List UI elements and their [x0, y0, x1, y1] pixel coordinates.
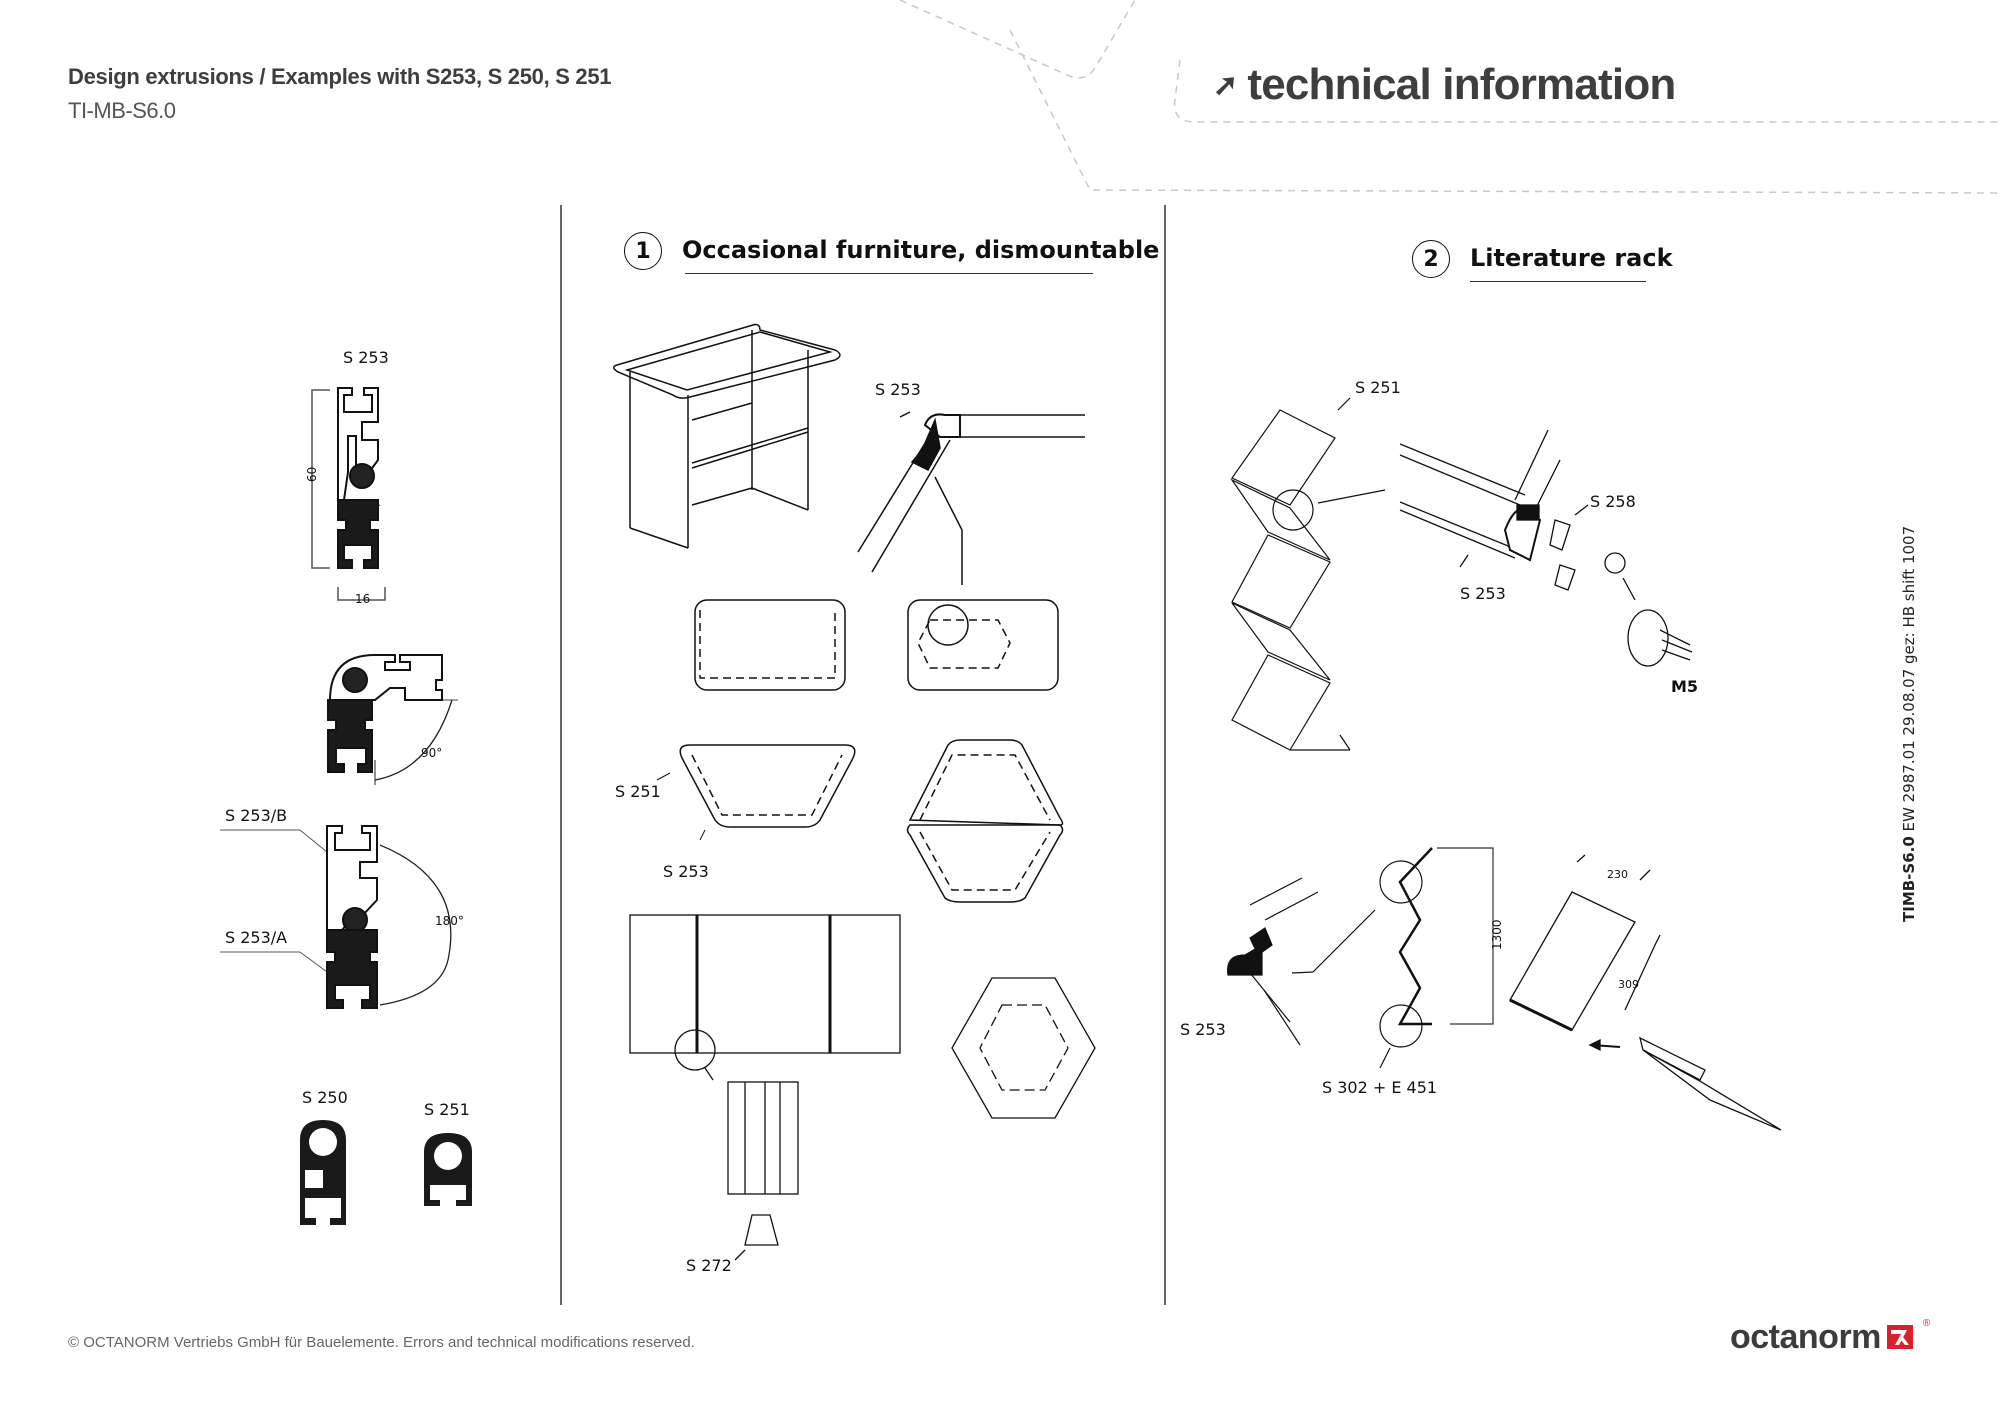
rack-shelf-drawing — [1509, 854, 1782, 1131]
panel-wall-drawing — [629, 914, 901, 1261]
registered-mark: ® — [1922, 1318, 1931, 1329]
height-dimension-label: 60 — [305, 466, 319, 482]
side-note-text: EW 2987.01 29.08.07 gez: HB shift 1007 — [1900, 525, 1918, 832]
rack-corner-detail-drawing — [1227, 847, 1494, 1069]
s250-profile-drawing — [300, 1120, 346, 1225]
s272-label: S 272 — [686, 1256, 732, 1275]
s253-profile-drawing — [311, 387, 386, 601]
hexagon-table-plan — [951, 977, 1096, 1119]
literature-rack-drawing — [1230, 397, 1386, 751]
octanorm-logo: octanorm ® — [1730, 1318, 1930, 1357]
technical-information-badge: ➚ technical information — [1213, 60, 1676, 110]
s251-profile-drawing — [424, 1133, 472, 1206]
s253-table-label: S 253 — [663, 862, 709, 881]
section-1-title: Occasional furniture, dismountable — [682, 236, 1160, 264]
rack-height-dimension: 1300 — [1490, 919, 1504, 950]
section-2-number: 2 — [1412, 240, 1450, 278]
s251-label: S 251 — [424, 1100, 470, 1119]
s253a-label: S 253/A — [225, 928, 288, 947]
m5-label: M5 — [1671, 677, 1699, 696]
s250-label: S 250 — [302, 1088, 348, 1107]
s253-joint-detail-drawing — [857, 411, 1085, 585]
s258-label: S 258 — [1590, 492, 1636, 511]
s253-90deg-drawing — [327, 654, 458, 785]
table-top-plans — [656, 599, 1064, 903]
header-decoration — [899, 0, 2000, 194]
side-note-code: TIMB-S6.0 — [1900, 836, 1918, 922]
logo-wordmark: octanorm — [1730, 1318, 1881, 1356]
angle-180-label: 180° — [435, 914, 464, 928]
technical-information-label: technical information — [1247, 60, 1676, 109]
section-2-underline — [1470, 281, 1646, 282]
angle-90-label: 90° — [421, 746, 443, 760]
document-code: TI-MB-S6.0 — [68, 98, 176, 123]
width-dimension-label: 16 — [355, 592, 371, 606]
shelf-width-dimension: 230 — [1607, 868, 1628, 881]
s253-detail-label: S 253 — [875, 380, 921, 399]
foot-label: S 302 + E 451 — [1322, 1078, 1438, 1097]
desk-isometric-drawing — [613, 323, 841, 549]
s251-table-label: S 251 — [615, 782, 661, 801]
s253b-label: S 253/B — [225, 806, 288, 825]
arrow-up-right-icon: ➚ — [1213, 68, 1238, 102]
copyright-notice: © OCTANORM Vertriebs GmbH für Bauelement… — [68, 1334, 695, 1351]
s253-label: S 253 — [343, 348, 389, 367]
octanorm-emblem-icon — [1886, 1324, 1913, 1349]
rack-joint-detail-drawing — [1399, 429, 1693, 667]
s253-corner-label: S 253 — [1180, 1020, 1226, 1039]
section-2-title: Literature rack — [1470, 244, 1673, 272]
side-revision-note: TIMB-S6.0 EW 2987.01 29.08.07 gez: HB sh… — [1900, 526, 1918, 922]
shelf-depth-dimension: 309 — [1618, 978, 1639, 991]
s253-180deg-drawing — [220, 825, 452, 1009]
section-1-underline — [685, 273, 1093, 274]
section-1-number: 1 — [624, 232, 662, 270]
s251-rack-label: S 251 — [1355, 378, 1401, 397]
document-title: Design extrusions / Examples with S253, … — [68, 64, 612, 89]
s253-rack-label: S 253 — [1460, 584, 1506, 603]
